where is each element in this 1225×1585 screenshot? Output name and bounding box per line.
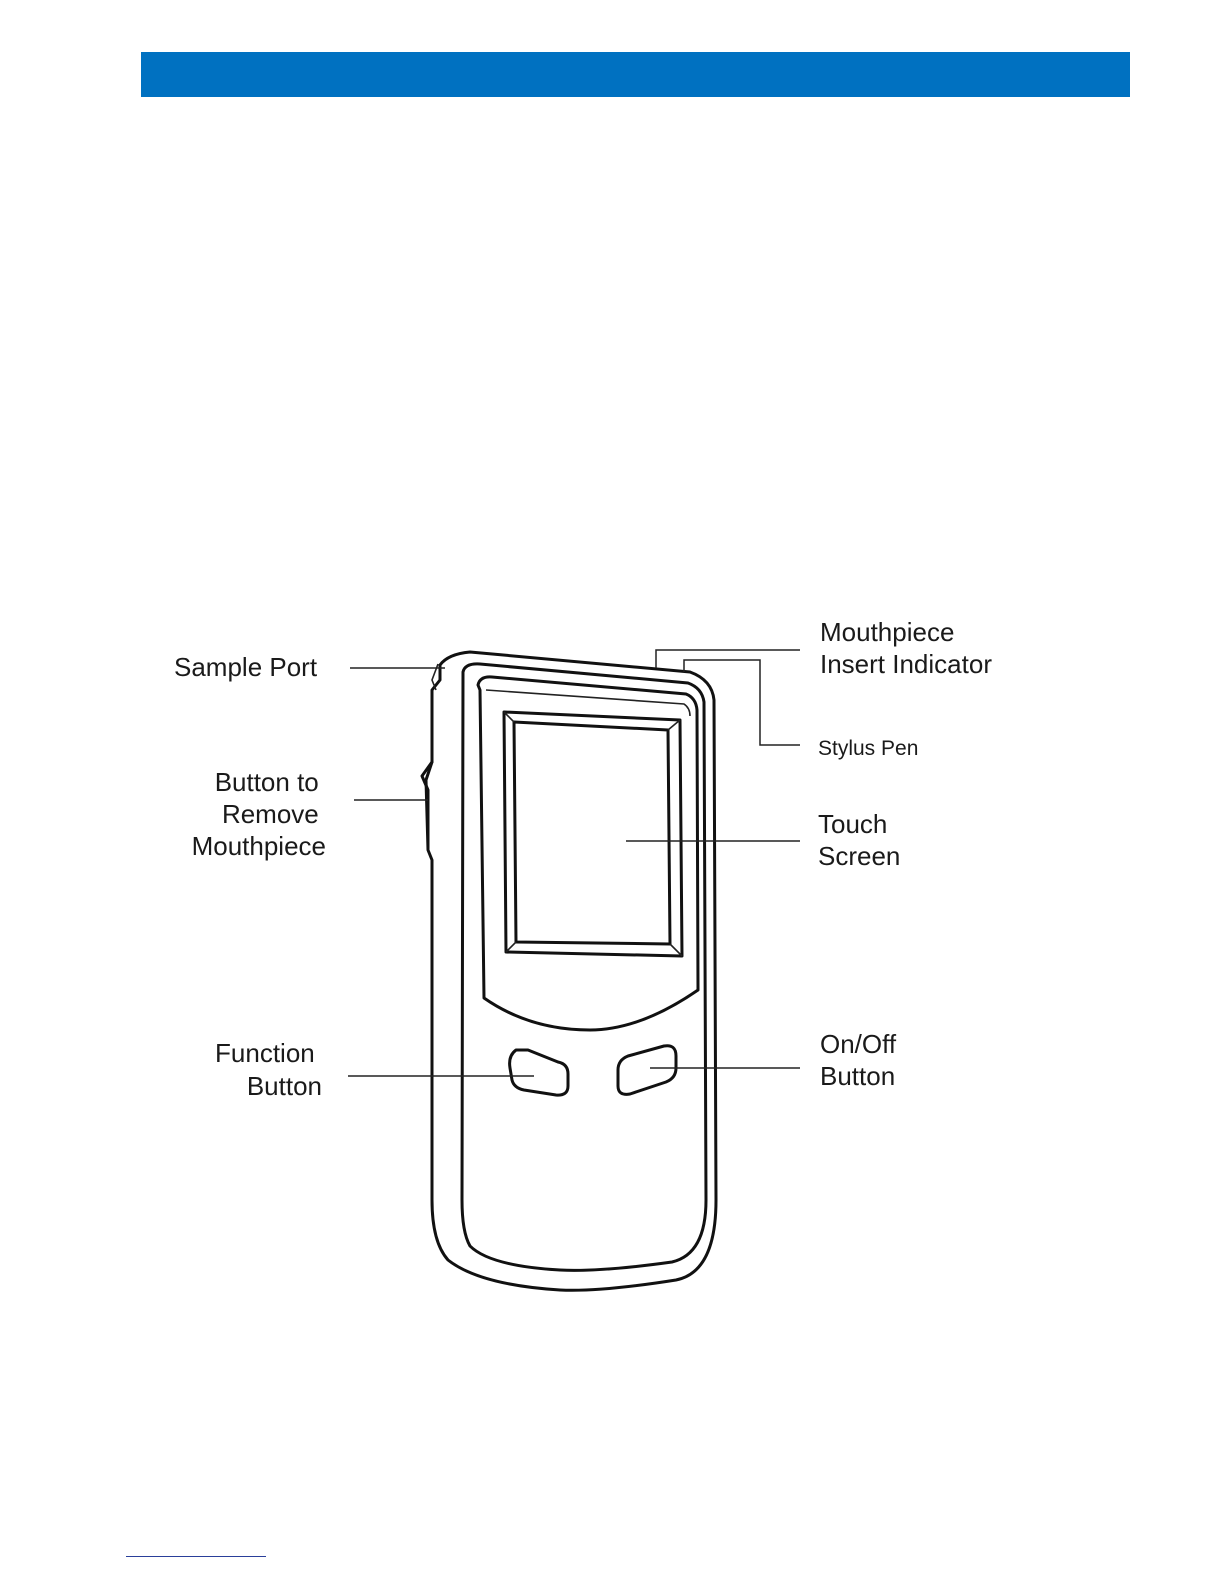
- on-off-button-shape: [618, 1046, 676, 1095]
- label-stylus-pen: Stylus Pen: [818, 737, 918, 760]
- device-outer-shell: [426, 652, 716, 1290]
- label-button-remove-mouthpiece: Button to Remove Mouthpiece: [192, 767, 326, 861]
- label-sample-port: Sample Port: [174, 652, 318, 682]
- label-mouthpiece-insert-indicator: Mouthpiece Insert Indicator: [820, 617, 992, 679]
- leader-mouthpiece-insert-indicator: [656, 650, 800, 668]
- touch-screen-outer-bezel: [504, 712, 682, 956]
- label-on-off-button: On/Off Button: [820, 1029, 903, 1091]
- leader-stylus-pen: [684, 660, 800, 745]
- function-button-shape: [510, 1050, 568, 1095]
- touch-screen-display: [514, 722, 670, 944]
- footer-link-underline: [126, 1556, 266, 1557]
- label-function-button: Function Button: [215, 1038, 322, 1101]
- label-touch-screen: Touch Screen: [818, 809, 900, 871]
